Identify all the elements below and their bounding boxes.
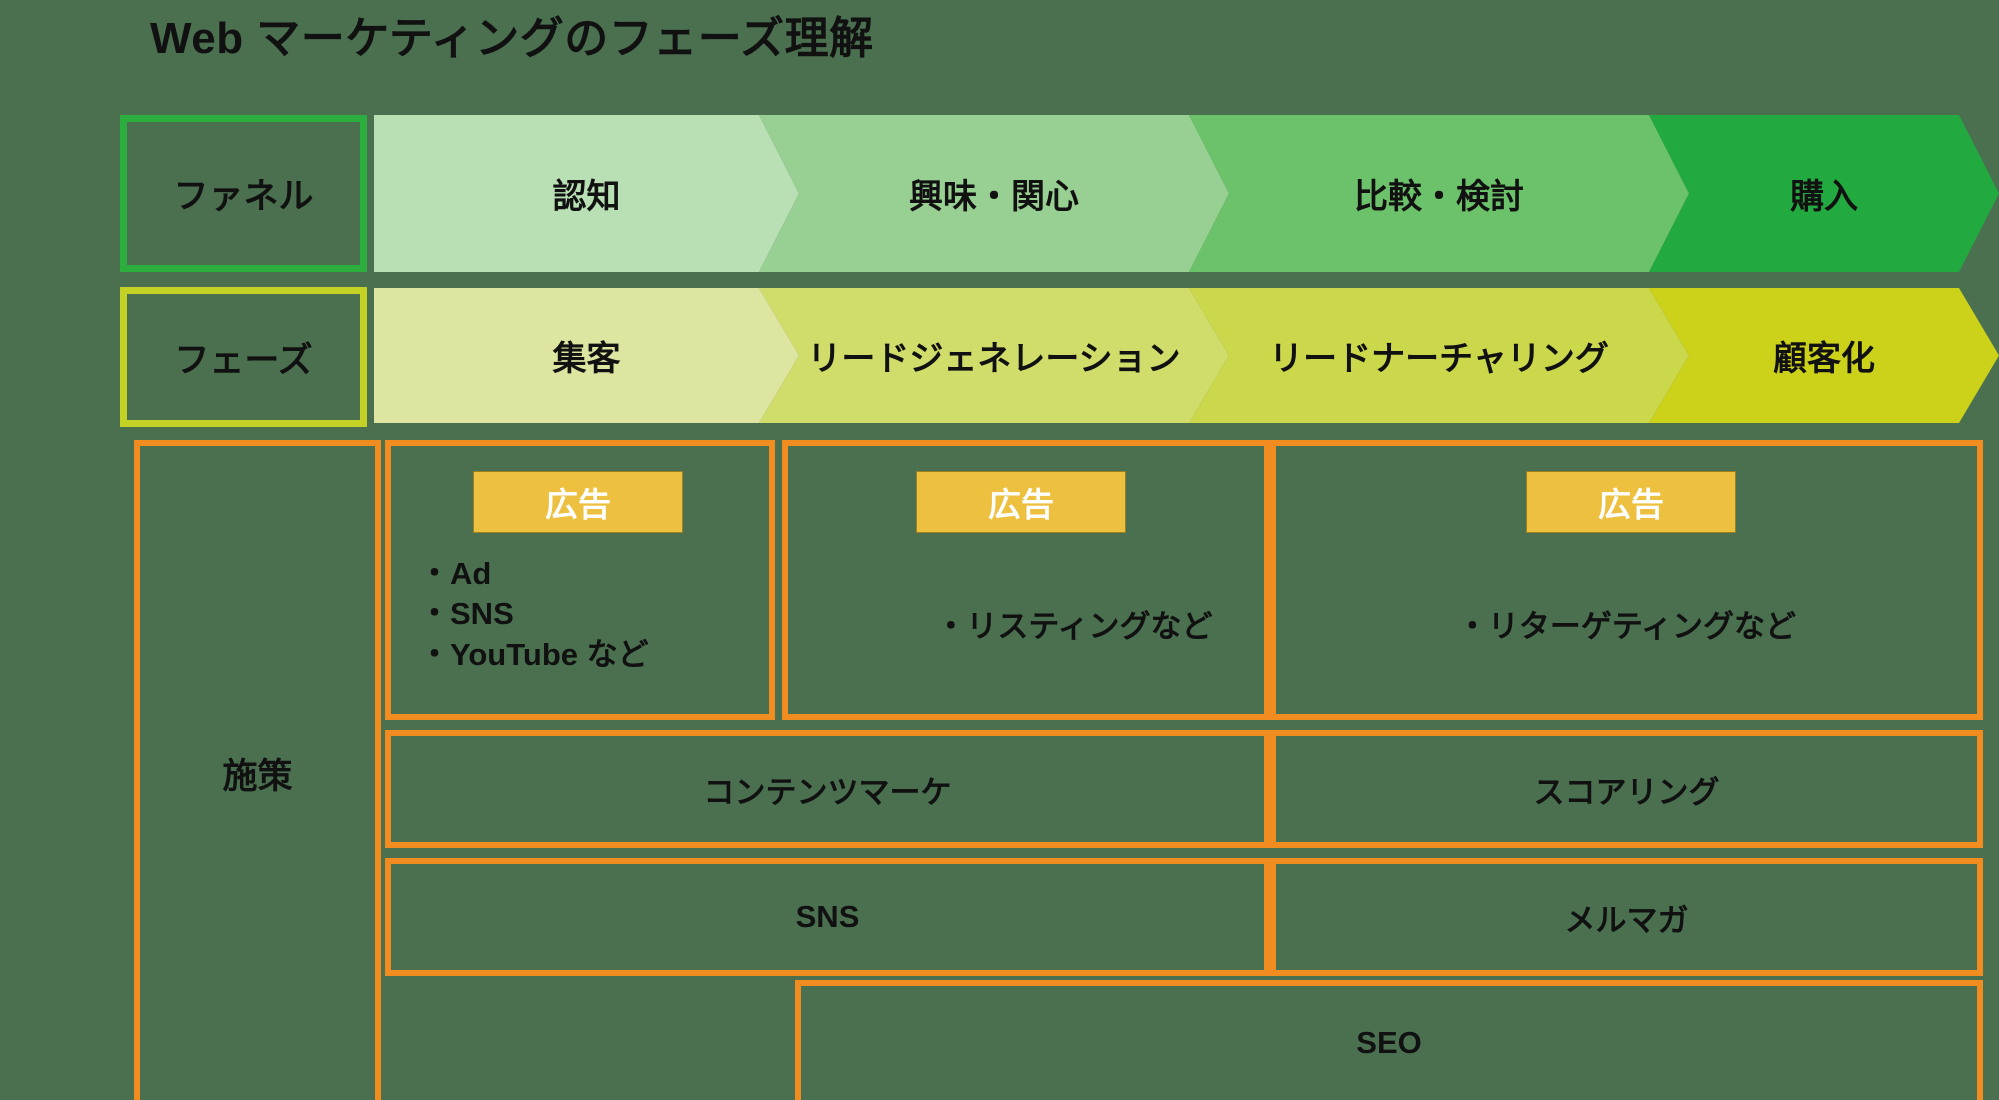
funnel-stage-purchase-label: 購入 xyxy=(1790,178,1858,216)
phase-stage-customerization[interactable]: 顧客化 xyxy=(1649,288,1999,423)
measure-band-label: SEO xyxy=(1356,1025,1422,1060)
funnel-stage-purchase[interactable]: 購入 xyxy=(1649,115,1999,272)
phase-stage-lead-nurturing-label: リードナーチャリング xyxy=(1269,340,1609,378)
phase-stage-row: 集客 リードジェネレーション リードナーチャリング 顧客化 xyxy=(374,288,1999,423)
row-label-funnel-text: ファネル xyxy=(173,177,314,216)
funnel-stage-row: 認知 興味・関心 比較・検討 購入 xyxy=(374,115,1999,272)
page-title: Web マーケティングのフェーズ理解 xyxy=(150,14,874,63)
measure-band-mailmagazine[interactable]: メルマガ xyxy=(1270,858,1983,976)
ad-badge-2-label: 広告 xyxy=(988,486,1054,523)
phase-stage-attraction[interactable]: 集客 xyxy=(374,288,799,423)
row-label-measure-text: 施策 xyxy=(222,756,293,796)
measure-band-scoring[interactable]: スコアリング xyxy=(1270,730,1983,848)
ad-badge-1: 広告 xyxy=(473,471,683,533)
ad-badge-3-label: 広告 xyxy=(1598,486,1664,523)
funnel-stage-interest[interactable]: 興味・関心 xyxy=(759,115,1229,272)
measure-ad-column-2[interactable]: 広告 ・リスティングなど xyxy=(782,440,1270,720)
measure-ad-list-3: ・リターゲティングなど xyxy=(1276,601,1977,646)
list-item: ・リスティングなど xyxy=(935,609,1213,644)
list-item: ・リターゲティングなど xyxy=(1456,609,1797,644)
measure-ad-list-2: ・リスティングなど xyxy=(836,601,1312,646)
ad-badge-2: 広告 xyxy=(916,471,1126,533)
row-label-funnel: ファネル xyxy=(120,115,367,272)
phase-stage-attraction-label: 集客 xyxy=(552,340,621,378)
phase-stage-customerization-label: 顧客化 xyxy=(1773,340,1875,378)
funnel-stage-awareness-label: 認知 xyxy=(552,178,621,216)
measure-band-label: メルマガ xyxy=(1564,902,1689,938)
measure-band-content-marketing[interactable]: コンテンツマーケ xyxy=(385,730,1270,848)
measure-ad-column-3[interactable]: 広告 ・リターゲティングなど xyxy=(1270,440,1983,720)
ad-badge-3: 広告 xyxy=(1526,471,1736,533)
row-label-measure: 施策 xyxy=(134,440,381,1100)
funnel-stage-interest-label: 興味・関心 xyxy=(909,178,1079,216)
phase-stage-lead-generation[interactable]: リードジェネレーション xyxy=(759,288,1229,423)
phase-stage-lead-nurturing[interactable]: リードナーチャリング xyxy=(1189,288,1689,423)
list-item: ・SNS xyxy=(419,596,514,632)
row-label-phase-text: フェーズ xyxy=(174,340,313,380)
measure-band-seo[interactable]: SEO xyxy=(795,980,1983,1100)
list-item: ・Ad xyxy=(419,556,492,591)
measure-band-label: スコアリング xyxy=(1533,774,1720,810)
funnel-stage-awareness[interactable]: 認知 xyxy=(374,115,799,272)
measure-band-sns[interactable]: SNS xyxy=(385,858,1270,976)
ad-badge-1-label: 広告 xyxy=(545,486,611,523)
row-label-phase: フェーズ xyxy=(120,287,367,427)
measure-ad-list-1: ・Ad ・SNS ・YouTube など xyxy=(419,554,649,675)
funnel-stage-comparison[interactable]: 比較・検討 xyxy=(1189,115,1689,272)
measure-band-label: コンテンツマーケ xyxy=(703,774,952,810)
list-item: ・YouTube など xyxy=(419,636,649,672)
funnel-stage-comparison-label: 比較・検討 xyxy=(1354,178,1524,216)
measure-ad-column-1[interactable]: 広告 ・Ad ・SNS ・YouTube など xyxy=(385,440,775,720)
measure-band-label: SNS xyxy=(795,899,860,934)
phase-stage-lead-generation-label: リードジェネレーション xyxy=(807,340,1181,378)
